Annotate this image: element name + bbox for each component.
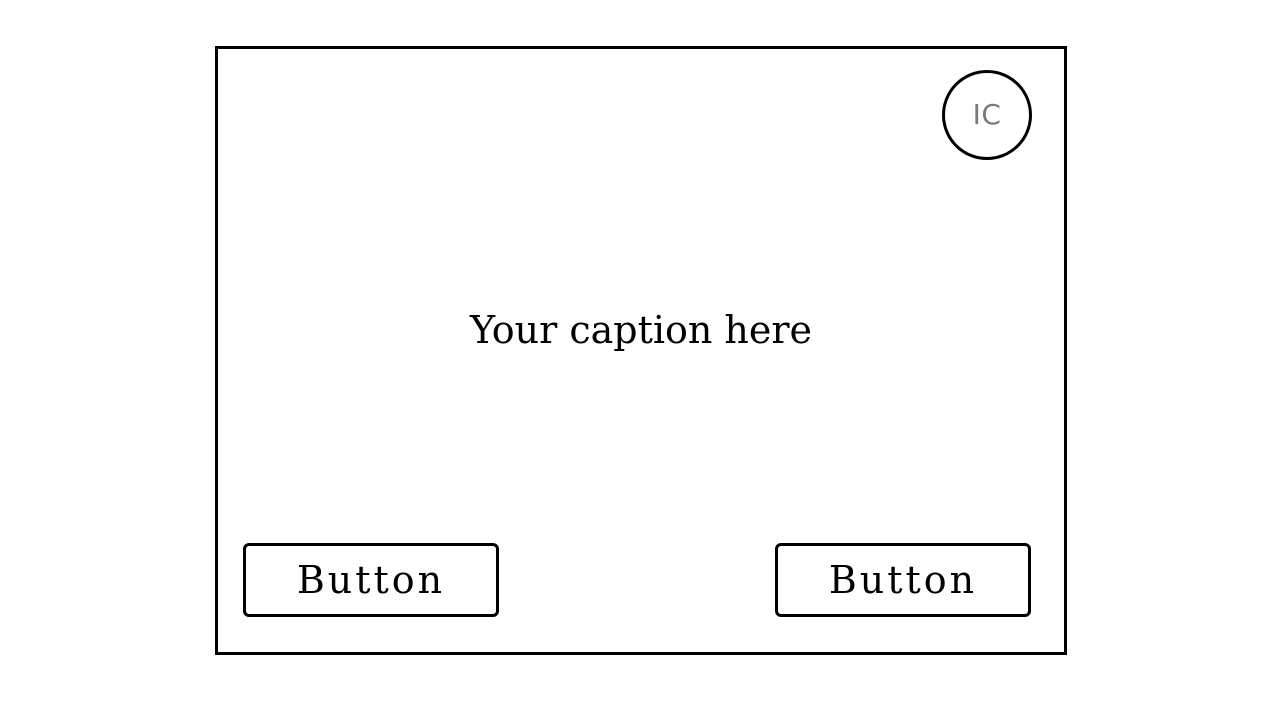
ic-icon-label: IC: [972, 98, 1002, 131]
card-frame: IC Your caption here Button Button: [215, 46, 1067, 655]
caption-text: Your caption here: [469, 308, 813, 352]
ic-icon[interactable]: IC: [942, 70, 1032, 160]
left-button[interactable]: Button: [243, 543, 499, 617]
right-button[interactable]: Button: [775, 543, 1031, 617]
